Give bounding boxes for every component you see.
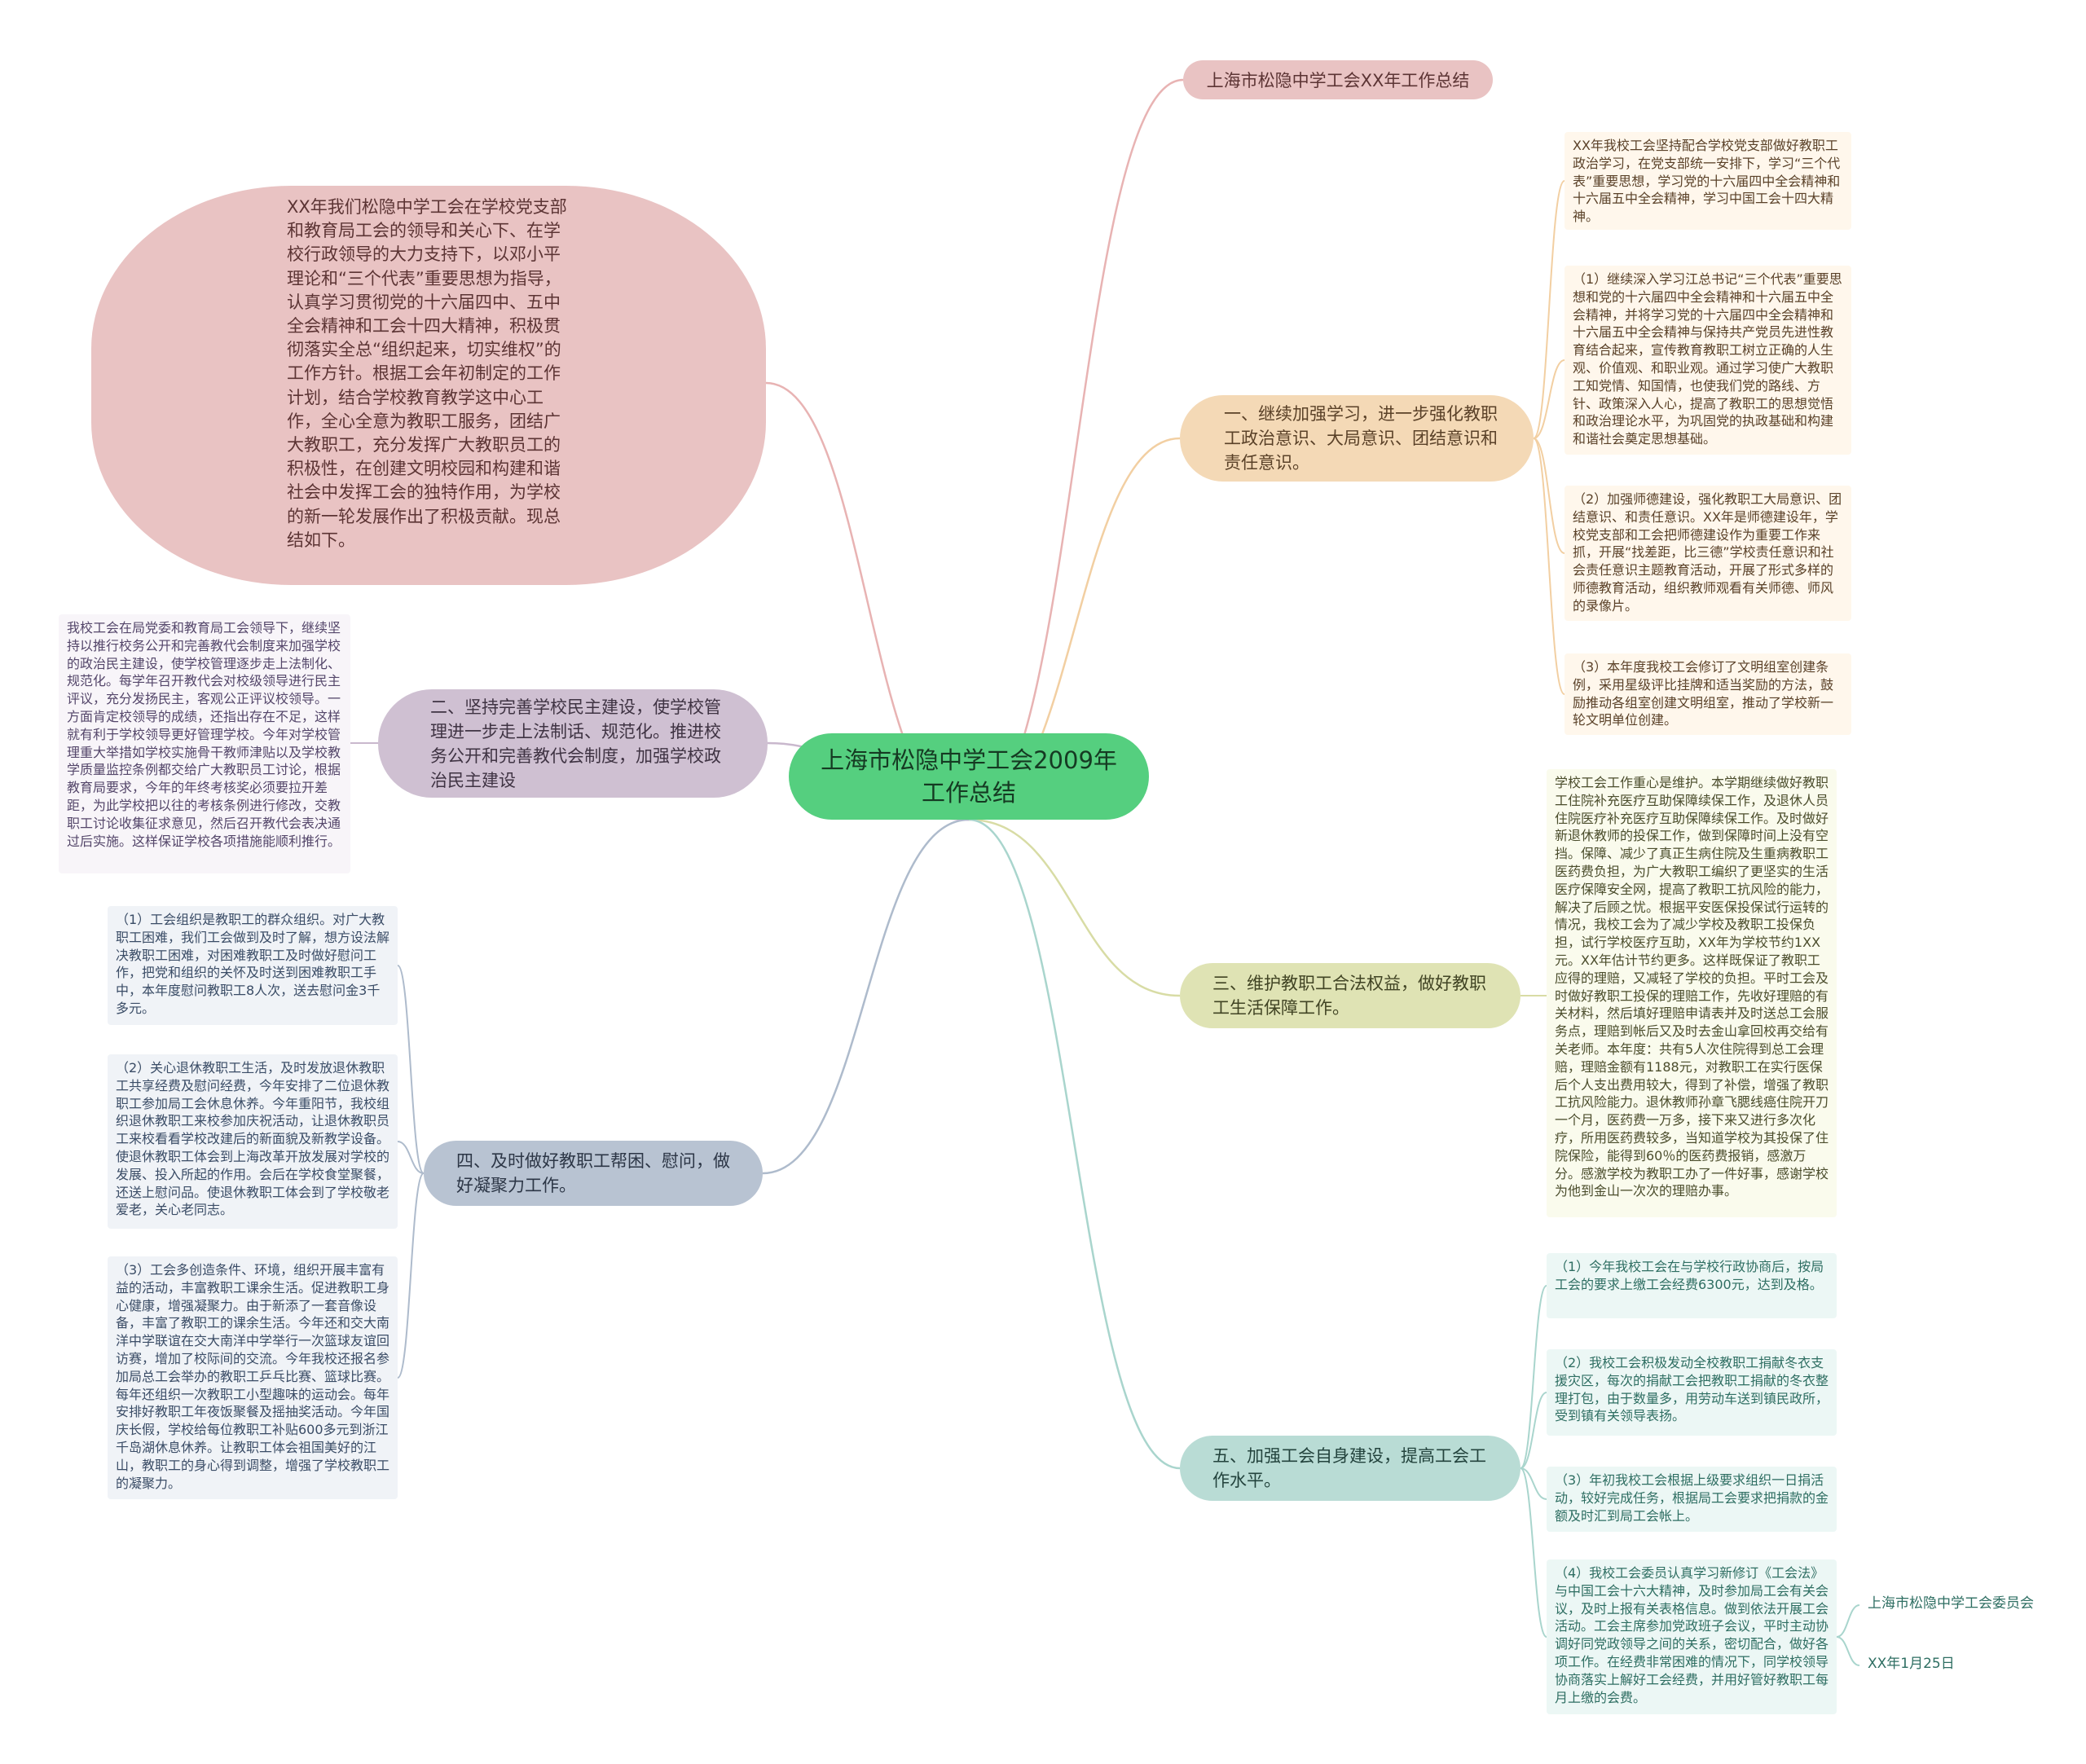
connector-line <box>397 965 425 1174</box>
title-node[interactable]: 上海市松隐中学工会XX年工作总结 <box>1183 60 1493 99</box>
branch-5-leaf-2[interactable]: （3）年初我校工会根据上级要求组织一日捐活动，较好完成任务，根据局工会要求把捐款… <box>1547 1467 1837 1532</box>
branch-5-leaf-3[interactable]: （4）我校工会委员认真学习新修订《工会法》与中国工会十六大精神，及时参加局工会有… <box>1547 1559 1837 1714</box>
branch-4-leaf-2[interactable]: （3）工会多创造条件、环境，组织开展丰富有益的活动，丰富教职工课余生活。促进教职… <box>108 1256 398 1499</box>
branch-2-label: 二、坚持完善学校民主建设，使学校管理进一步走上法制话、规范化。推进校务公开和完善… <box>430 697 721 790</box>
connector-line <box>397 1141 425 1174</box>
connector-line <box>397 1172 425 1379</box>
connector-line <box>1533 438 1565 554</box>
branch-1-leaf-3[interactable]: （3）本年度我校工会修订了文明组室创建条例，采用星级评比挂牌和适当奖励的方法，鼓… <box>1564 653 1851 735</box>
branch-5-node[interactable]: 五、加强工会自身建设，提高工会工作水平。 <box>1180 1436 1520 1501</box>
branch-3-node[interactable]: 三、维护教职工合法权益，做好教职工生活保障工作。 <box>1180 963 1520 1028</box>
title-node-label: 上海市松隐中学工会XX年工作总结 <box>1206 71 1470 90</box>
branch-5-sub-0[interactable]: 上海市松隐中学工会委员会 <box>1859 1592 2055 1618</box>
root-label: 上海市松隐中学工会2009年工作总结 <box>821 746 1117 807</box>
connector-line <box>1836 1604 1860 1638</box>
connector-line <box>1533 180 1565 439</box>
intro-node[interactable]: XX年我们松隐中学工会在学校党支部和教育局工会的领导和关心下、在学校行政领导的大… <box>91 186 766 585</box>
connector-line <box>1533 438 1565 695</box>
branch-4-label: 四、及时做好教职工帮困、慰问，做好凝聚力工作。 <box>456 1151 730 1195</box>
connector-line <box>968 818 1181 997</box>
branch-1-label: 一、继续加强学习，进一步强化教职工政治意识、大局意识、团结意识和责任意识。 <box>1224 404 1498 473</box>
connector-line <box>1520 1285 1547 1469</box>
branch-5-leaf-1[interactable]: （2）我校工会积极发动全校教职工捐献冬衣支援灾区，每次的捐献工会把教职工捐献的冬… <box>1547 1349 1837 1436</box>
branch-1-leaf-1[interactable]: （1）继续深入学习江总书记“三个代表”重要思想和党的十六届四中全会精神和十六届五… <box>1564 266 1851 455</box>
connector-line <box>1836 1636 1860 1666</box>
connector-line <box>762 818 970 1175</box>
branch-1-leaf-2[interactable]: （2）加强师德建设，强化教职工大局意识、团结意识、和责任意识。XX年是师德建设年… <box>1564 486 1851 621</box>
branch-4-leaf-1[interactable]: （2）关心退休教职工生活，及时发放退休教职工共享经费及慰问经费，今年安排了二位退… <box>108 1054 398 1229</box>
branch-5-sub-1[interactable]: XX年1月25日 <box>1859 1652 1974 1678</box>
branch-3-leaf[interactable]: 学校工会工作重心是维护。本学期继续做好教职工住院补充医疗互助保障续保工作，及退休… <box>1547 769 1837 1217</box>
connector-line <box>1520 1467 1547 1638</box>
branch-4-leaf-0[interactable]: （1）工会组织是教职工的群众组织。对广大教职工困难，我们工会做到及时了解，想方设… <box>108 906 398 1025</box>
connector-line <box>1533 359 1565 439</box>
branch-1-node[interactable]: 一、继续加强学习，进一步强化教职工政治意识、大局意识、团结意识和责任意识。 <box>1180 395 1534 482</box>
connector-line <box>1520 1392 1547 1469</box>
branch-1-leaf-0[interactable]: XX年我校工会坚持配合学校党支部做好教职工政治学习，在党支部统一安排下，学习“三… <box>1564 132 1851 230</box>
branch-4-node[interactable]: 四、及时做好教职工帮困、慰问，做好凝聚力工作。 <box>424 1141 763 1206</box>
branch-3-label: 三、维护教职工合法权益，做好教职工生活保障工作。 <box>1212 974 1486 1018</box>
branch-5-label: 五、加强工会自身建设，提高工会工作水平。 <box>1212 1446 1486 1490</box>
connector-line <box>968 818 1181 1470</box>
root-node[interactable]: 上海市松隐中学工会2009年工作总结 <box>789 733 1149 820</box>
branch-2-leaf[interactable]: 我校工会在局党委和教育局工会领导下，继续坚持以推行校务公开和完善教代会制度来加强… <box>59 614 350 873</box>
branch-2-node[interactable]: 二、坚持完善学校民主建设，使学校管理进一步走上法制话、规范化。推进校务公开和完善… <box>378 689 768 798</box>
branch-5-leaf-0[interactable]: （1）今年我校工会在与学校行政协商后，按局工会的要求上缴工会经费6300元，达到… <box>1547 1253 1837 1318</box>
intro-text: XX年我们松隐中学工会在学校党支部和教育局工会的领导和关心下、在学校行政领导的大… <box>287 197 567 550</box>
connector-line <box>1520 1467 1547 1500</box>
